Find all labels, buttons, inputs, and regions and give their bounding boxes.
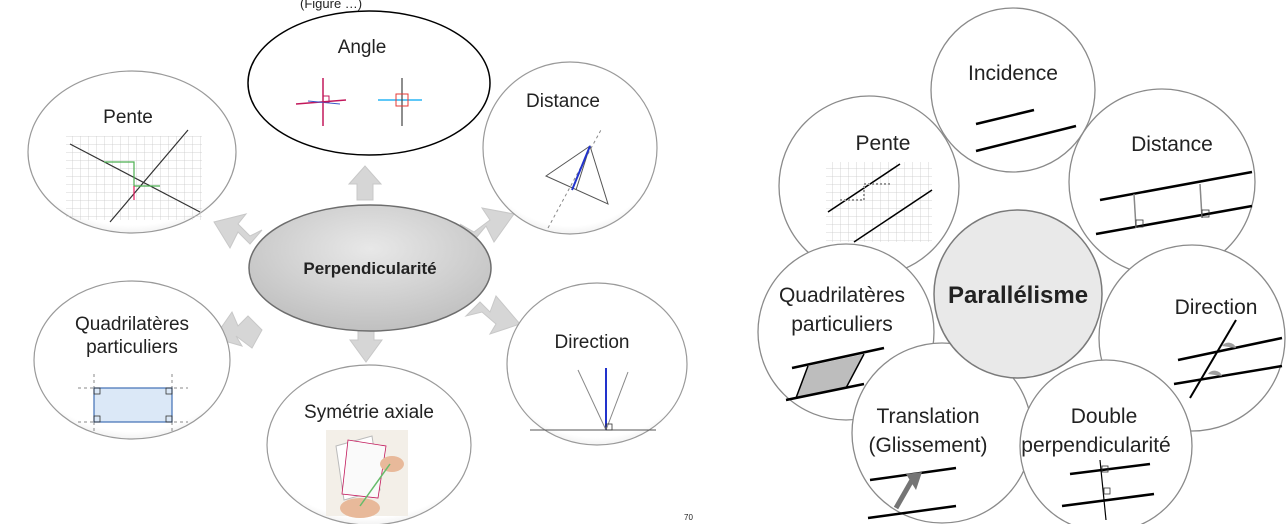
pente-label: Pente [103, 107, 153, 128]
petal-translation: Translation (Glissement) [851, 342, 1033, 524]
perpendicularite-map: Perpendicularité Angle Pente [27, 10, 693, 524]
pente-petal-figure [826, 162, 933, 243]
quad-label-1: Quadrilatères [75, 314, 189, 335]
top-caption: (Figure …) [300, 0, 362, 11]
quad-petal-figure [785, 346, 885, 402]
center-node: Perpendicularité [248, 204, 492, 332]
direction-figure [530, 368, 656, 431]
direction-petal-figure [1173, 319, 1283, 399]
parallelisme-map: Incidence Pente Distance [757, 7, 1286, 524]
double-perp-label-2: perpendicularité [1021, 434, 1170, 457]
double-perp-figure [1061, 459, 1155, 521]
quad-figure [78, 374, 188, 432]
parallelisme-center: Parallélisme [933, 209, 1103, 379]
double-perp-label-1: Double [1071, 405, 1138, 428]
distance-petal-figure [1095, 170, 1253, 236]
node-pente: Pente [27, 70, 237, 234]
distance-petal-label: Distance [1131, 133, 1213, 156]
angle-figure [295, 78, 422, 126]
translation-label-1: Translation [876, 405, 979, 428]
symetrie-photo [326, 430, 408, 518]
quad-label-2: particuliers [86, 337, 178, 358]
slide-number: 70 [684, 513, 693, 522]
distance-figure [544, 127, 609, 229]
angle-label: Angle [338, 37, 387, 58]
center-label: Perpendicularité [303, 259, 436, 278]
arrow-up [347, 165, 383, 201]
arrow-upper-left [213, 213, 263, 250]
direction-petal-label: Direction [1175, 296, 1258, 319]
node-direction: Direction [506, 282, 688, 446]
quad-petal-label-1: Quadrilatères [779, 284, 905, 307]
node-quadrilateres: Quadrilatères particuliers [33, 280, 231, 440]
parallelisme-center-label: Parallélisme [948, 282, 1088, 309]
distance-label: Distance [526, 91, 600, 112]
incidence-label: Incidence [968, 62, 1058, 85]
petal-double-perp: Double perpendicularité [1019, 359, 1193, 524]
node-angle: Angle [247, 10, 491, 156]
petal-distance: Distance [1068, 88, 1256, 276]
direction-label: Direction [555, 332, 630, 353]
quad-petal-label-2: particuliers [791, 313, 893, 336]
node-distance: Distance [482, 61, 658, 235]
translation-label-2: (Glissement) [868, 434, 987, 457]
node-symetrie: Symétrie axiale [266, 364, 472, 524]
translation-figure [867, 466, 957, 520]
symetrie-label: Symétrie axiale [304, 402, 434, 423]
petal-incidence: Incidence [930, 7, 1096, 173]
pente-petal-label: Pente [856, 132, 911, 155]
pente-figure [66, 129, 202, 223]
arrow-lower-right [464, 295, 521, 335]
